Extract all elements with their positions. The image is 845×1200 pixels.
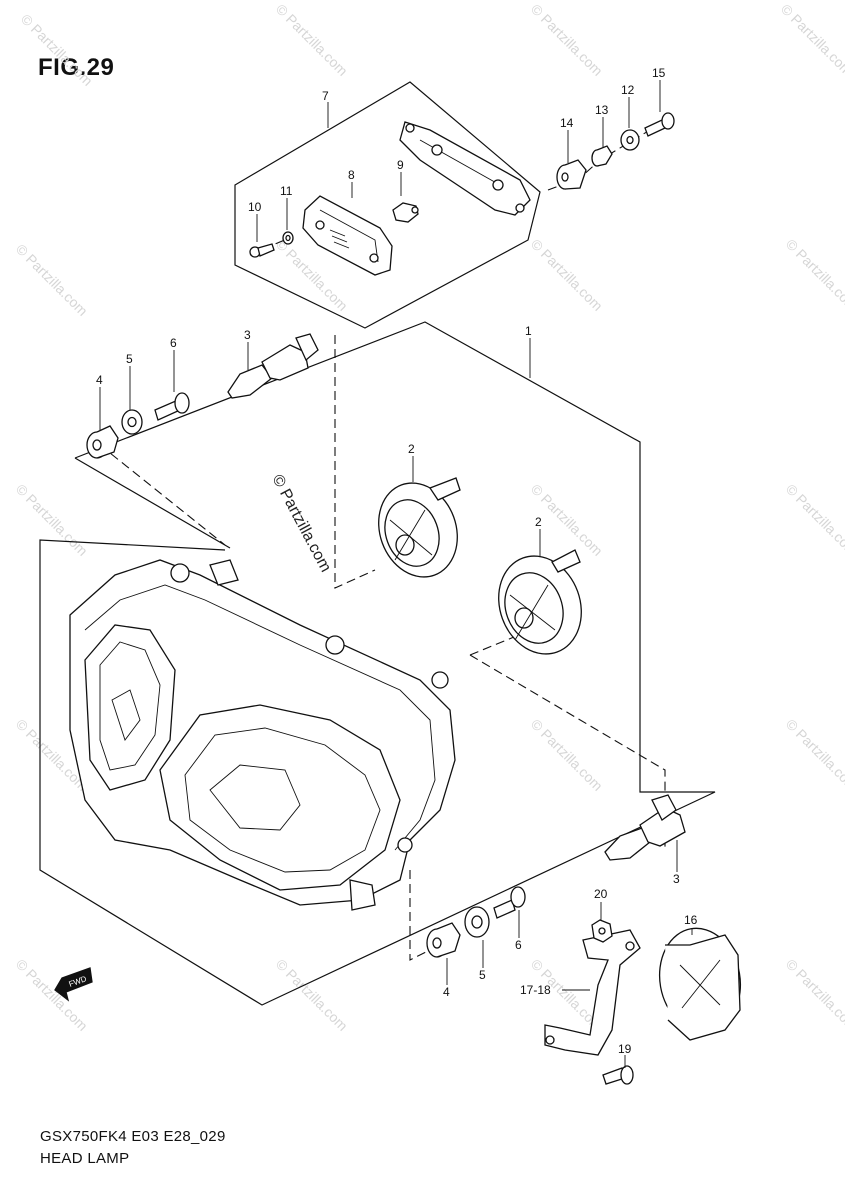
callout-4-upper: 4 <box>96 373 103 387</box>
callout-5-lower: 5 <box>479 968 486 982</box>
bolt-6-upper <box>154 392 190 421</box>
main-assembly-1-outline <box>39 321 716 1006</box>
bracket-17-18 <box>544 929 641 1056</box>
watermark: © Partzilla.com <box>783 481 845 559</box>
watermark: © Partzilla.com <box>528 716 606 794</box>
callout-5-upper: 5 <box>126 352 133 366</box>
watermark: © Partzilla.com <box>783 716 845 794</box>
watermark: © Partzilla.com <box>783 956 845 1034</box>
callout-13: 13 <box>595 103 609 117</box>
headlight-housing-1 <box>69 559 456 911</box>
socket-cover-2-right <box>498 549 582 655</box>
callout-numbers: 7 8 9 10 11 12 13 14 15 1 2 2 4 5 6 3 3 … <box>96 66 698 1056</box>
bolt-15 <box>644 112 675 137</box>
watermark: © Partzilla.com <box>783 236 845 314</box>
callout-6-upper: 6 <box>170 336 177 350</box>
watermark: © Partzilla.com <box>273 1 351 79</box>
callout-2-left: 2 <box>408 442 415 456</box>
washer-12 <box>620 129 640 151</box>
washer-11 <box>282 231 294 245</box>
watermark: © Partzilla.com <box>528 236 606 314</box>
forward-direction-arrow: FWD <box>54 967 93 1002</box>
watermark: © Partzilla.com <box>18 11 96 89</box>
callout-20: 20 <box>594 887 608 901</box>
callout-19: 19 <box>618 1042 632 1056</box>
model-code: GSX750FK4 E03 E28_029 <box>40 1128 226 1145</box>
grommet-4-upper <box>86 425 119 459</box>
grommet-4-lower <box>426 922 461 958</box>
callout-2-right: 2 <box>535 515 542 529</box>
bolt-6-lower <box>493 886 526 919</box>
callout-9: 9 <box>397 158 404 172</box>
bulb-9 <box>392 202 419 223</box>
bracket-plate <box>399 121 531 216</box>
callout-3-lower: 3 <box>673 872 680 886</box>
callout-6-lower: 6 <box>515 938 522 952</box>
watermark: © Partzilla.com <box>13 956 91 1034</box>
callout-14: 14 <box>560 116 574 130</box>
spacer-13 <box>591 145 613 167</box>
callout-15: 15 <box>652 66 666 80</box>
washer-5-upper <box>121 409 143 435</box>
sub-assembly-7-outline <box>234 81 541 329</box>
callout-7: 7 <box>322 89 329 103</box>
screw-19 <box>602 1065 634 1085</box>
callout-11: 11 <box>280 184 293 198</box>
screw-10 <box>249 243 275 258</box>
callout-1: 1 <box>525 324 532 338</box>
callout-3-upper: 3 <box>244 328 251 342</box>
cover-16 <box>658 927 742 1041</box>
bulb-3-lower <box>604 794 686 861</box>
watermark: © Partzilla.com <box>13 481 91 559</box>
socket-cover-2-left <box>378 477 461 578</box>
callout-16: 16 <box>684 913 698 927</box>
position-lamp-8 <box>302 195 393 276</box>
washer-5-lower <box>464 906 490 938</box>
figure-title: FIG.29 <box>38 54 115 81</box>
callout-8: 8 <box>348 168 355 182</box>
callout-17-18: 17-18 <box>520 983 551 997</box>
callout-4-lower: 4 <box>443 985 450 999</box>
nut-20 <box>591 919 613 943</box>
callout-12: 12 <box>621 83 635 97</box>
watermark: © Partzilla.com <box>528 1 606 79</box>
watermark: © Partzilla.com <box>778 1 845 79</box>
callout-leaders <box>99 80 693 1068</box>
callout-10: 10 <box>248 200 262 214</box>
watermark: © Partzilla.com <box>13 241 91 319</box>
grommet-14 <box>556 159 587 190</box>
watermark-center: © Partzilla.com <box>268 472 334 575</box>
bulb-3-upper <box>227 333 319 399</box>
section-title: HEAD LAMP <box>40 1150 130 1167</box>
